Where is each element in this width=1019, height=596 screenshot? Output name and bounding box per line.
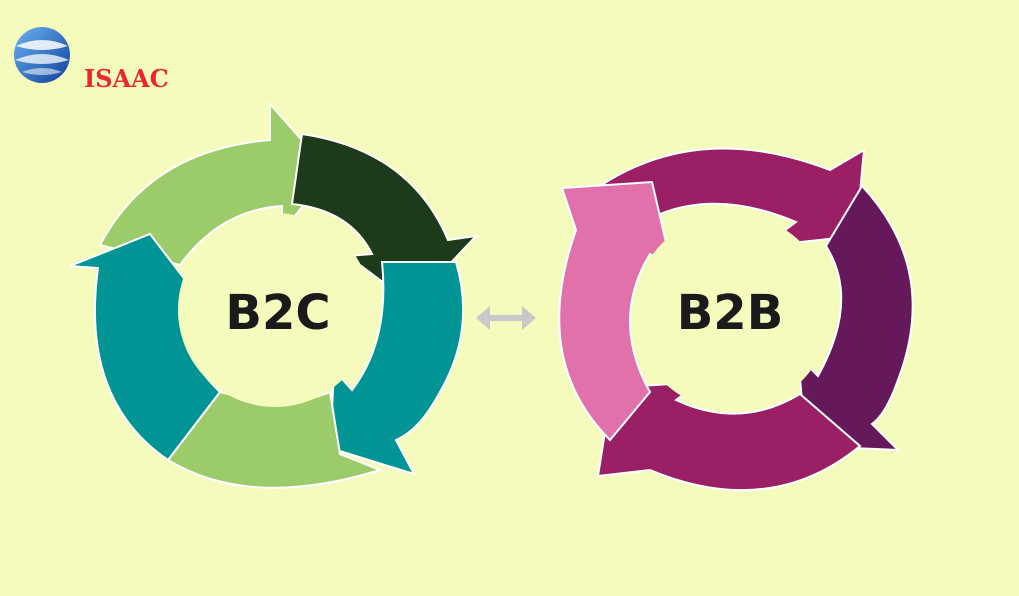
b2c-arrow-teal-right: [328, 261, 465, 476]
b2c-cycle: [69, 101, 479, 489]
b2b-cycle: [558, 147, 914, 492]
logo-text: ISAAC: [84, 64, 169, 93]
isaac-logo[interactable]: ISAAC: [10, 24, 170, 93]
b2b-label: B2B: [676, 285, 784, 341]
double-arrow-icon: [476, 306, 536, 330]
globe-icon: [14, 27, 70, 83]
b2c-arc-light-green-top: [98, 101, 332, 267]
b2b-arrow-magenta-bottom: [596, 380, 862, 492]
b2c-label: B2C: [225, 285, 331, 341]
b2b-arrow-pink-left: [558, 180, 674, 442]
b2b-arrow-purple-right: [796, 184, 914, 452]
b2b-arrow-magenta-top: [597, 147, 866, 248]
